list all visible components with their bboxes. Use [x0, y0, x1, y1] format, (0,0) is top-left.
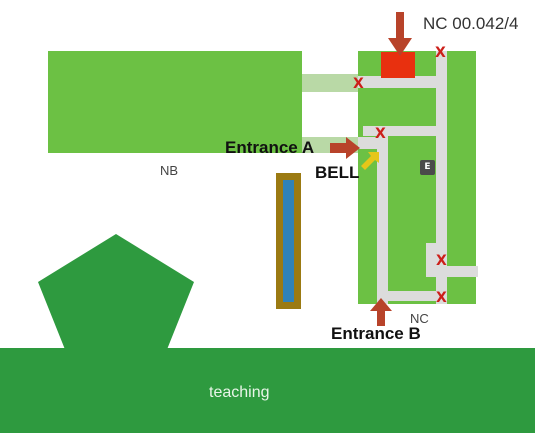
room-label: NC 00.042/4 — [423, 14, 519, 33]
corridor-entrance-a — [358, 137, 383, 149]
bridge-upper — [302, 74, 360, 92]
corridor-left-vertical — [377, 126, 388, 304]
building-nb — [48, 51, 302, 153]
elevator-icon: E — [420, 160, 435, 175]
corridor-top — [358, 76, 442, 88]
arrow-up-icon — [370, 298, 392, 326]
corridor-middle — [363, 126, 442, 136]
teaching-label: teaching — [209, 384, 270, 401]
arrow-down-icon — [388, 12, 412, 56]
blocked-mark-top-right: X — [435, 45, 446, 61]
arrow-diagonal-icon — [361, 152, 379, 170]
corridor-right-vertical — [436, 51, 447, 304]
entrance-a-label: Entrance A — [225, 138, 315, 157]
pentagon-building — [38, 234, 194, 352]
corridor-right-stub — [426, 266, 478, 277]
building-teaching — [0, 348, 535, 433]
bell-label: BELL — [315, 163, 360, 182]
nb-label: NB — [160, 163, 179, 178]
pond-water — [283, 180, 294, 302]
corridor-bottom — [377, 291, 447, 301]
arrow-right-icon — [330, 137, 360, 159]
entrance-b-label: Entrance B — [331, 324, 421, 343]
corridor-lower-right — [426, 243, 447, 253]
blocked-mark-middle: X — [375, 126, 386, 142]
blocked-mark-lower-right: X — [436, 253, 447, 269]
blocked-mark-bridge: X — [353, 76, 364, 92]
nc-label: NC — [410, 311, 429, 326]
target-room — [381, 52, 415, 78]
blocked-mark-bottom-right: X — [436, 290, 447, 306]
corridor-lower-right-vertical — [426, 243, 436, 271]
